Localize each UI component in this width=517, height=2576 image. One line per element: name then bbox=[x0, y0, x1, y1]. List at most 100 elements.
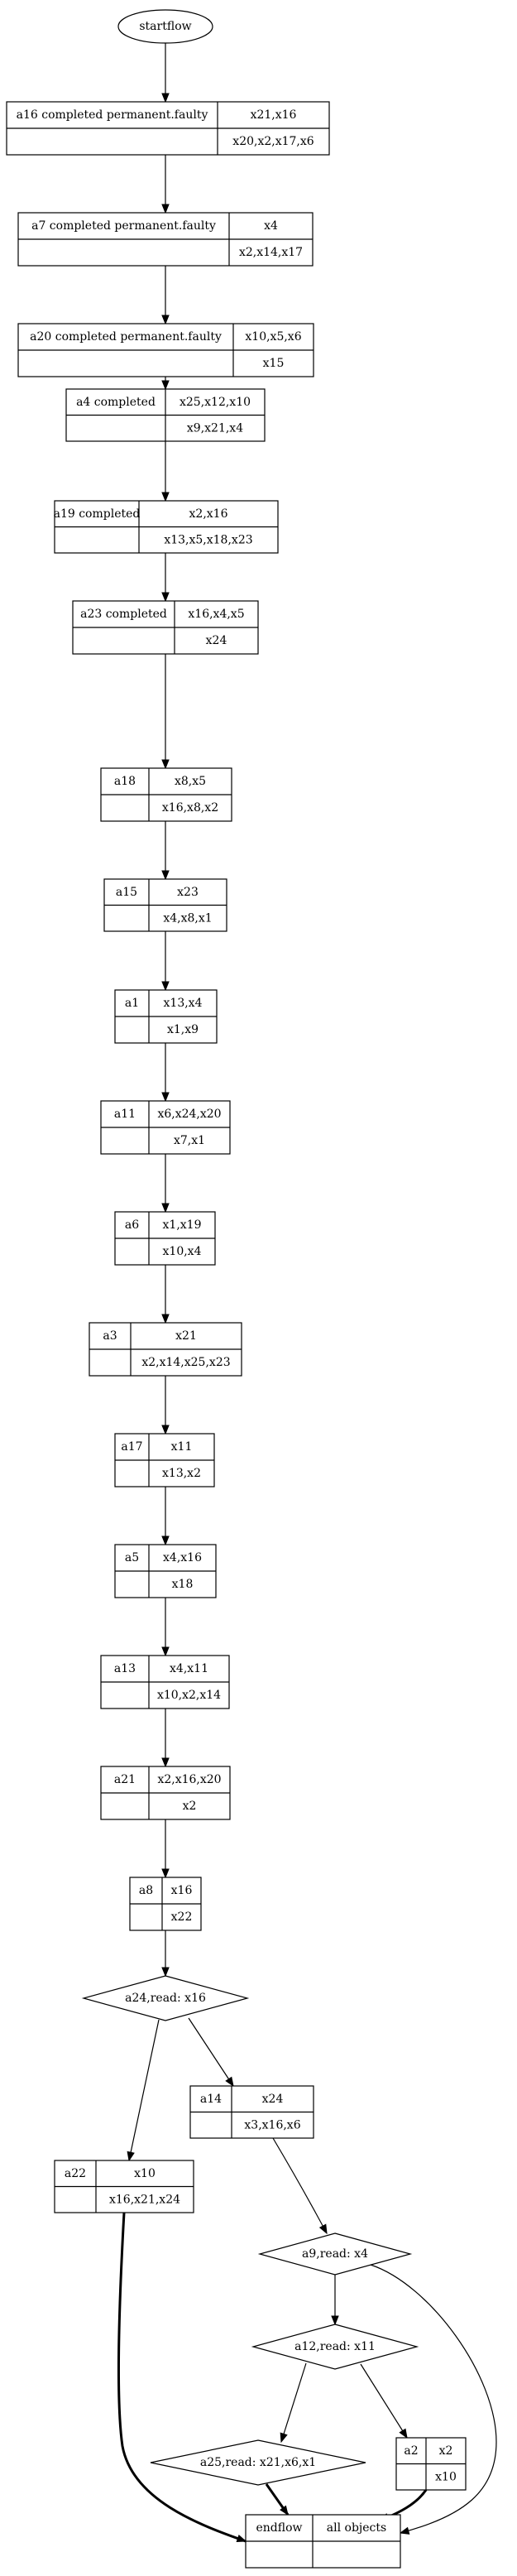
a7-name-label: a7 completed permanent.faulty bbox=[31, 219, 216, 233]
end-left-label: endflow bbox=[256, 2521, 302, 2535]
node-start[interactable]: startflow bbox=[117, 9, 213, 44]
a19-top-values: x2,x16 bbox=[189, 507, 228, 521]
a14-bottom-values: x3,x16,x6 bbox=[244, 2118, 300, 2131]
edge-a8-to-a24 bbox=[161, 1930, 170, 1978]
a9-label: a9,read: x4 bbox=[302, 2247, 368, 2261]
a14-name-label: a14 bbox=[200, 2093, 222, 2106]
a24-diamond bbox=[81, 1975, 250, 2021]
node-a9[interactable]: a9,read: x4 bbox=[257, 2232, 413, 2276]
a3-name-label: a3 bbox=[103, 1329, 117, 1343]
edge-a9-to-a12 bbox=[331, 2275, 339, 2326]
node-a14[interactable]: a14 x24 x3,x16,x6 bbox=[189, 2085, 314, 2139]
edge-a25-to-end bbox=[265, 2483, 290, 2516]
edge-a24-to-a22-arrowhead bbox=[127, 2151, 135, 2162]
edge-a9-to-end bbox=[370, 2264, 497, 2535]
edge-a23-to-a18-arrowhead bbox=[161, 759, 170, 770]
node-end[interactable]: endflow all objects bbox=[245, 2514, 401, 2569]
a8-name-label: a8 bbox=[139, 1884, 153, 1897]
a7-top-values: x4 bbox=[264, 219, 278, 233]
edge-a22-to-end-arrowhead bbox=[236, 2535, 247, 2542]
start-label: startflow bbox=[139, 20, 191, 33]
edge-a18-to-a15-arrowhead bbox=[161, 870, 170, 881]
edge-a17-to-a5 bbox=[161, 1487, 170, 1546]
a15-bottom-values: x4,x8,x1 bbox=[163, 911, 212, 925]
edge-a21-to-a8-arrowhead bbox=[161, 1868, 170, 1879]
a13-top-values: x4,x11 bbox=[170, 1662, 208, 1675]
a12-label: a12,read: x11 bbox=[294, 2340, 376, 2353]
edge-a18-to-a15 bbox=[161, 821, 170, 881]
a5-bottom-values: x18 bbox=[172, 1578, 194, 1591]
a6-bottom-values: x10,x4 bbox=[163, 1245, 202, 1258]
edge-a7-to-a20 bbox=[161, 266, 170, 325]
a18-top-values: x8,x5 bbox=[175, 775, 206, 788]
edge-a9-to-a12-arrowhead bbox=[331, 2315, 339, 2326]
edge-a13-to-a21-arrowhead bbox=[161, 1757, 170, 1768]
a5-name-label: a5 bbox=[125, 1551, 139, 1564]
node-a25[interactable]: a25,read: x21,x6,x1 bbox=[150, 2439, 366, 2486]
a13-bottom-values: x10,x2,x14 bbox=[157, 1689, 221, 1702]
a14-top-values: x24 bbox=[262, 2093, 284, 2106]
edge-a3-to-a17-arrowhead bbox=[161, 1425, 170, 1435]
a2-top-values: x2 bbox=[439, 2444, 453, 2458]
a22-bottom-values: x16,x21,x24 bbox=[109, 2193, 180, 2206]
a23-name-label: a23 completed bbox=[80, 608, 167, 621]
a6-top-values: x1,x19 bbox=[163, 1218, 202, 1232]
edge-a24-to-a14-line bbox=[188, 2017, 234, 2087]
edge-a19-to-a23-arrowhead bbox=[161, 592, 170, 603]
a12-diamond bbox=[251, 2324, 419, 2370]
edge-a6-to-a3 bbox=[161, 1265, 170, 1324]
a18-name-label: a18 bbox=[114, 775, 136, 788]
a4-name-label: a4 completed bbox=[76, 396, 156, 409]
node-a3[interactable]: a3 x21 x2,x14,x25,x23 bbox=[89, 1322, 242, 1377]
edge-a12-to-a2-line bbox=[360, 2363, 408, 2439]
a19-name-label: a19 completed bbox=[54, 507, 141, 521]
edge-a25-to-end-arrowhead bbox=[280, 2505, 289, 2516]
a21-bottom-values: x2 bbox=[183, 1800, 197, 1813]
a20-name-label: a20 completed permanent.faulty bbox=[30, 330, 222, 344]
a11-top-values: x6,x24,x20 bbox=[157, 1108, 221, 1121]
edge-a17-to-a5-arrowhead bbox=[161, 1536, 170, 1546]
a16-name-label: a16 completed permanent.faulty bbox=[17, 108, 208, 122]
edge-a24-to-a22-line bbox=[128, 2019, 160, 2161]
a3-top-values: x21 bbox=[175, 1329, 197, 1343]
a1-bottom-values: x1,x9 bbox=[167, 1023, 199, 1036]
a20-bottom-values: x15 bbox=[263, 357, 285, 370]
a24-label: a24,read: x16 bbox=[125, 1992, 206, 2005]
edge-start-to-a16-arrowhead bbox=[161, 93, 170, 103]
edge-a24-to-a22 bbox=[127, 2019, 160, 2162]
edge-a5-to-a13 bbox=[161, 1598, 170, 1657]
node-a12[interactable]: a12,read: x11 bbox=[251, 2324, 419, 2370]
node-a24[interactable]: a24,read: x16 bbox=[81, 1975, 250, 2021]
edge-a15-to-a1-arrowhead bbox=[161, 981, 170, 992]
a1-name-label: a1 bbox=[125, 997, 139, 1010]
edge-a12-to-a25-line bbox=[280, 2362, 307, 2443]
edge-a20-to-a4 bbox=[161, 377, 170, 391]
end-right-label: all objects bbox=[327, 2521, 386, 2535]
edge-a7-to-a20-arrowhead bbox=[161, 315, 170, 325]
a4-top-values: x25,x12,x10 bbox=[180, 396, 251, 409]
a15-top-values: x23 bbox=[177, 886, 199, 899]
edge-a22-to-end bbox=[117, 2212, 247, 2543]
a3-bottom-values: x2,x14,x25,x23 bbox=[141, 1356, 230, 1369]
start-ellipse bbox=[117, 9, 213, 44]
